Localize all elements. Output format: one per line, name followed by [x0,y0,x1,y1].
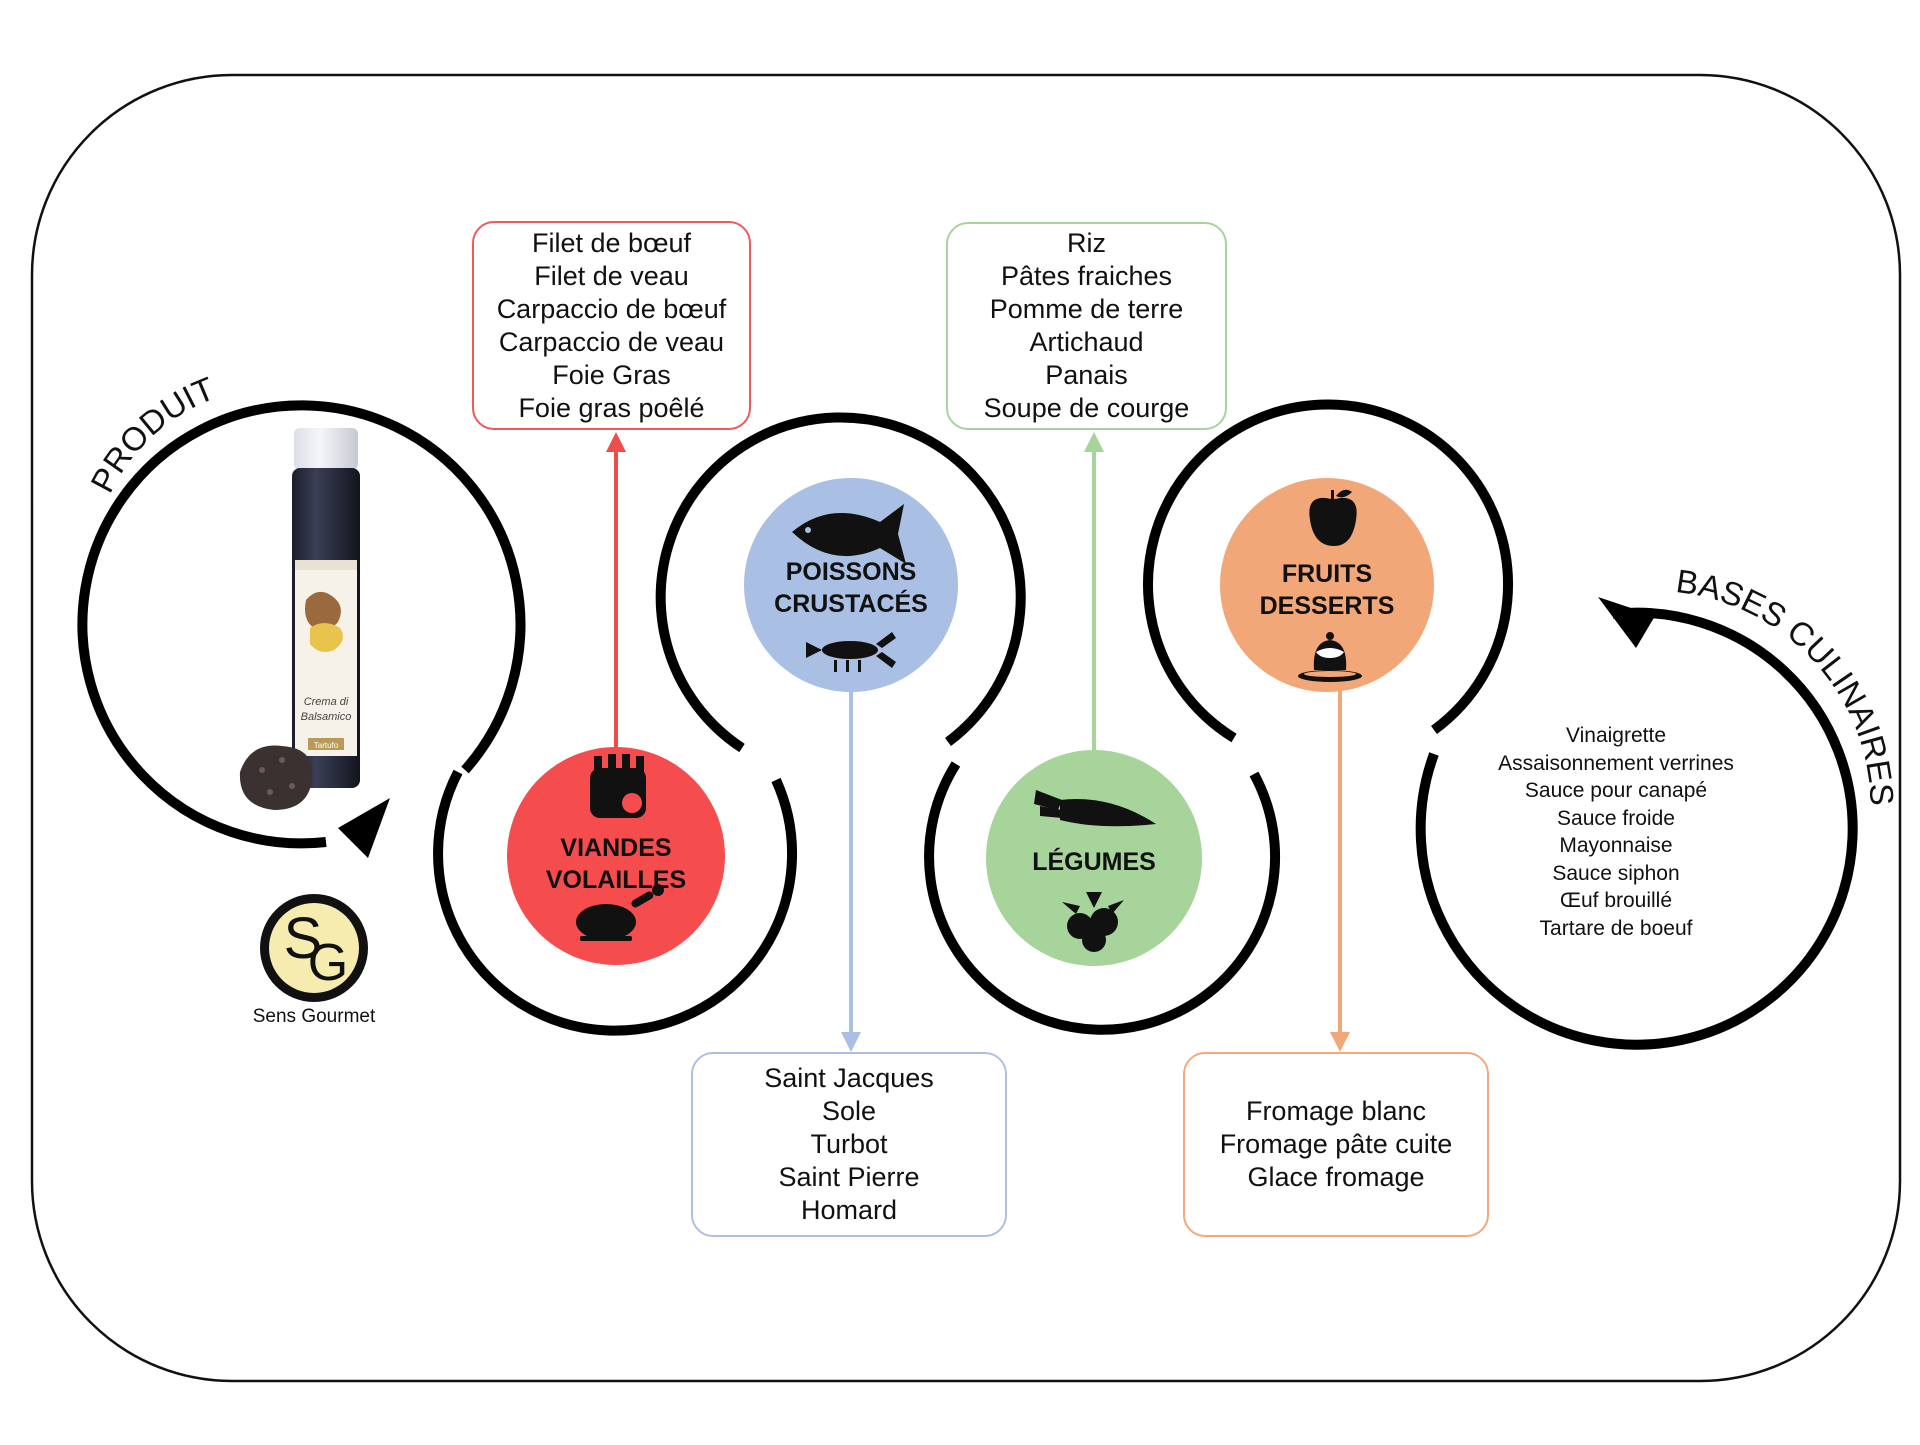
bottle-tag: Tartufo [314,741,339,750]
loop-produit [77,400,526,849]
legumes-items-box: Riz Pâtes fraiches Pomme de terre Artich… [946,222,1227,430]
viandes-title-line1: VIANDES [560,834,671,862]
logo-monogram-s: S [284,906,323,971]
legumes-item: Soupe de courge [983,393,1190,423]
bases-item: Assaisonnement verrines [1498,751,1734,775]
loop-poissons [655,412,1026,753]
loop-chain [77,399,1858,1050]
product-bottle-image: Crema di Balsamico Tartufo [239,428,360,810]
fish-icon [792,504,906,564]
rack-of-lamb-icon [590,754,646,818]
bottle-label-line2: Balsamico [301,711,352,723]
bases-item: Tartare de boeuf [1539,916,1693,940]
viandes-item: Carpaccio de bœuf [496,293,727,324]
bases-item: Sauce pour canapé [1524,779,1708,802]
fruits-circle [1220,478,1434,692]
lobster-icon [806,632,896,672]
viandes-title-line2: VOLAILLES [546,866,686,894]
category-fruits: FRUITS DESSERTS [1220,478,1434,692]
bases-item: Sauce siphon [1552,861,1680,885]
viandes-circle [507,747,725,965]
poissons-item: Saint Jacques [764,1063,934,1093]
fruits-item: Fromage blanc [1245,1096,1427,1126]
poissons-title-line2: CRUSTACÉS [774,589,928,618]
sens-gourmet-logo: S G Sens Gourmet [253,894,376,1027]
viandes-item: Carpaccio de veau [498,326,725,357]
fruits-title-line1: FRUITS [1282,560,1372,588]
loop-legumes [924,761,1281,1035]
bases-item: Œuf brouillé [1559,889,1673,912]
poissons-item: Homard [800,1195,898,1225]
bases-arrowhead [1598,597,1655,648]
outer-frame [30,73,1902,1383]
poissons-items-box: Saint Jacques Sole Turbot Saint Pierre H… [691,1052,1007,1237]
category-poissons: POISSONS CRUSTACÉS [744,478,958,692]
viandes-item: Filet de veau [534,260,689,291]
category-viandes: VIANDES VOLAILLES [507,747,725,965]
legumes-title: LÉGUMES [1032,847,1156,876]
bases-item: Mayonnaise [1559,834,1673,857]
fruits-title-line2: DESSERTS [1260,592,1395,620]
fruits-item: Glace fromage [1247,1162,1425,1192]
legumes-item: Artichaud [1029,327,1144,357]
viandes-item: Foie gras poêlé [518,392,705,423]
carrot-icon [1034,790,1156,827]
poissons-item: Saint Pierre [778,1162,920,1192]
legumes-item: Riz [1067,228,1106,258]
legumes-item: Pomme de terre [989,294,1184,324]
bases-item: Sauce froide [1557,806,1675,830]
poissons-item: Turbot [810,1129,888,1159]
radish-icon [1062,892,1124,952]
connectors [606,432,1350,1052]
poissons-title-line1: POISSONS [786,558,917,586]
legumes-item: Panais [1045,360,1128,390]
loop-viandes [433,769,798,1036]
apple-icon [1309,489,1357,546]
bases-item: Vinaigrette [1565,724,1667,747]
loop-fruits [1143,399,1513,743]
legumes-item: Pâtes fraiches [1000,261,1173,291]
bases-culinaires-list: Vinaigrette Assaisonnement verrines Sauc… [1450,722,1782,942]
roast-chicken-icon [576,884,664,941]
category-legumes: LÉGUMES [986,750,1202,966]
fruits-items-box: Fromage blanc Fromage pâte cuite Glace f… [1183,1052,1489,1237]
viandes-item: Foie Gras [552,359,671,390]
logo-monogram-g: G [308,934,348,992]
poissons-item: Sole [821,1096,877,1126]
loop-bases [1415,607,1858,1050]
brand-name: Sens Gourmet [253,1006,376,1027]
produit-arrowhead [338,798,390,858]
fruits-item: Fromage pâte cuite [1219,1129,1453,1159]
viandes-items-box: Filet de bœuf Filet de veau Carpaccio de… [472,221,751,430]
truffle-image [239,745,313,810]
bottle-label-line1: Crema di [304,696,349,708]
viandes-item: Filet de bœuf [531,227,692,258]
pudding-dessert-icon [1298,632,1362,682]
